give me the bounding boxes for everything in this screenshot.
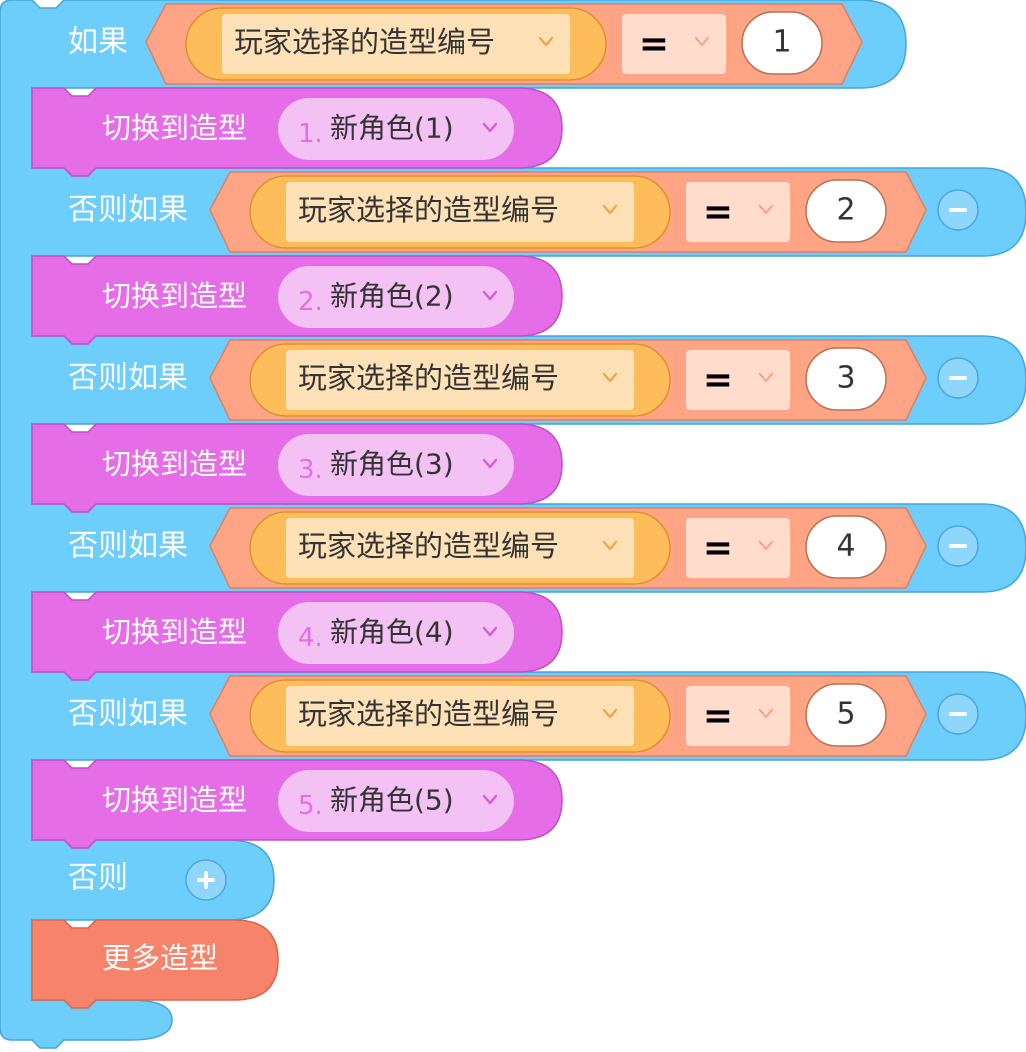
chevron-down-icon [758, 708, 774, 719]
costume-name: 新角色(1) [330, 112, 454, 145]
chevron-down-icon [602, 708, 618, 719]
chevron-down-icon [482, 458, 498, 469]
costume-dropdown[interactable] [278, 770, 514, 832]
costume-name: 新角色(2) [330, 280, 454, 313]
chevron-down-icon [482, 794, 498, 805]
costume-index: 1. [298, 119, 323, 149]
reporter-dropdown[interactable] [286, 518, 634, 578]
operator-dropdown[interactable] [686, 350, 790, 410]
operator-dropdown[interactable] [686, 686, 790, 746]
value-text: 4 [836, 529, 855, 564]
switch-costume-label: 切换到造型 [102, 615, 247, 649]
costume-dropdown[interactable] [278, 98, 514, 160]
value-input[interactable] [805, 347, 887, 411]
switch-costume-label: 切换到造型 [102, 111, 247, 145]
if-label: 如果 [68, 25, 128, 60]
chevron-down-icon [602, 540, 618, 551]
operator-symbol: = [703, 360, 733, 401]
chevron-down-icon [482, 626, 498, 637]
reporter-label: 玩家选择的造型编号 [298, 697, 559, 731]
reporter-label: 玩家选择的造型编号 [234, 25, 495, 59]
costume-dropdown[interactable] [278, 266, 514, 328]
value-input[interactable] [805, 179, 887, 243]
costume-index: 5. [298, 791, 323, 821]
value-input[interactable] [805, 515, 887, 579]
chevron-down-icon [538, 36, 554, 47]
chevron-down-icon [482, 122, 498, 133]
chevron-down-icon [694, 36, 710, 47]
more-costumes-block[interactable] [31, 919, 279, 1009]
value-text: 1 [772, 25, 791, 60]
chevron-down-icon [602, 204, 618, 215]
operator-symbol: = [703, 696, 733, 737]
chevron-down-icon [602, 372, 618, 383]
operator-symbol: = [639, 24, 669, 65]
operator-symbol: = [703, 528, 733, 569]
minus-circle-icon [949, 376, 967, 380]
chevron-down-icon [758, 204, 774, 215]
costume-name: 新角色(3) [330, 448, 454, 481]
reporter-dropdown[interactable] [286, 350, 634, 410]
chevron-down-icon [758, 540, 774, 551]
else-if-label: 否则如果 [68, 193, 188, 228]
operator-dropdown[interactable] [686, 518, 790, 578]
reporter-dropdown[interactable] [286, 686, 634, 746]
operator-dropdown[interactable] [622, 14, 726, 74]
minus-circle-icon [949, 544, 967, 548]
switch-costume-label: 切换到造型 [102, 783, 247, 817]
else-label: 否则 [68, 861, 128, 896]
reporter-label: 玩家选择的造型编号 [298, 529, 559, 563]
else-if-label: 否则如果 [68, 529, 188, 564]
costume-index: 2. [298, 287, 323, 317]
else-if-label: 否则如果 [68, 361, 188, 396]
switch-costume-label: 切换到造型 [102, 447, 247, 481]
costume-name: 新角色(4) [330, 616, 454, 649]
reporter-dropdown[interactable] [222, 14, 570, 74]
switch-costume-label: 切换到造型 [102, 279, 247, 313]
operator-symbol: = [703, 192, 733, 233]
minus-circle-icon [949, 208, 967, 212]
costume-dropdown[interactable] [278, 434, 514, 496]
reporter-label: 玩家选择的造型编号 [298, 193, 559, 227]
chevron-down-icon [758, 372, 774, 383]
else-if-label: 否则如果 [68, 697, 188, 732]
more-costumes-label: 更多造型 [102, 941, 218, 975]
costume-dropdown[interactable] [278, 602, 514, 664]
value-text: 3 [836, 361, 855, 396]
value-input[interactable] [741, 11, 823, 75]
value-text: 2 [836, 193, 855, 228]
value-input[interactable] [805, 683, 887, 747]
costume-name: 新角色(5) [330, 784, 454, 817]
costume-index: 3. [298, 455, 323, 485]
chevron-down-icon [482, 290, 498, 301]
operator-dropdown[interactable] [686, 182, 790, 242]
reporter-label: 玩家选择的造型编号 [298, 361, 559, 395]
minus-circle-icon [949, 712, 967, 716]
value-text: 5 [836, 697, 855, 732]
costume-index: 4. [298, 623, 323, 653]
reporter-dropdown[interactable] [286, 182, 634, 242]
plus-circle-icon [204, 871, 208, 889]
